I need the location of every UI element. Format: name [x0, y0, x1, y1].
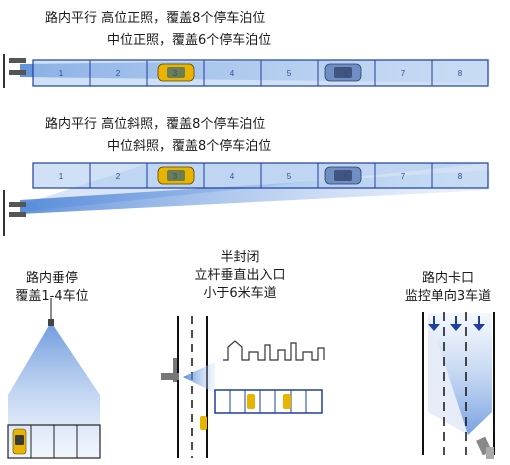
slot-number: 7 [401, 69, 406, 78]
camera-icon [48, 319, 54, 326]
slot-number: 2 [116, 172, 121, 181]
slot-number: 3 [173, 172, 178, 181]
scene5-subtitle: 监控单向3车道 [404, 289, 492, 304]
camera-icon [9, 58, 26, 63]
car-icon [157, 166, 195, 185]
car-icon [324, 63, 362, 82]
slot-dividers [89, 163, 433, 188]
slot-number: 1 [59, 69, 64, 78]
slot-number: 1 [59, 172, 64, 181]
scene2-diagram [3, 162, 490, 236]
slot-number: 5 [287, 172, 292, 181]
scene1-title: 路内平行 高位正照，覆盖8个停车泊位 [45, 11, 266, 26]
slot-number: 7 [401, 172, 406, 181]
car-icon [324, 166, 362, 185]
slot-labels: 1 2 3 4 5 6 7 8 1 2 3 4 5 6 7 8 [59, 69, 463, 181]
camera-icon [9, 212, 26, 217]
slot-number: 5 [287, 69, 292, 78]
slot-dividers [89, 60, 433, 86]
camera-icon [476, 436, 494, 459]
car-icon [247, 394, 255, 409]
building-outline [223, 340, 325, 361]
car-icon [12, 428, 27, 455]
slot-number: 8 [458, 69, 463, 78]
scene3-title: 路内垂停 [25, 271, 78, 286]
scene2-subtitle: 中位斜照，覆盖8个停车泊位 [107, 139, 272, 154]
scene4-subtitle: 立杆垂直出入口 [194, 268, 286, 283]
scene1-subtitle: 中位正照，覆盖6个停车泊位 [107, 33, 272, 48]
slot-number: 3 [173, 69, 178, 78]
pole [3, 190, 5, 236]
slot-number: 6 [344, 172, 349, 181]
camera-beam [183, 362, 215, 393]
car-icon [157, 63, 195, 82]
slot-number: 2 [116, 69, 121, 78]
slot-number: 4 [230, 69, 235, 78]
scene3-subtitle: 覆盖1-4车位 [15, 289, 89, 304]
pole [3, 54, 5, 88]
scene4-note: 小于6米车道 [203, 286, 277, 301]
camera-icon [9, 202, 26, 207]
slot-number: 6 [344, 69, 349, 78]
scene3-diagram [7, 298, 101, 459]
slot-number: 8 [458, 172, 463, 181]
car-icon [283, 394, 291, 409]
scene2-title: 路内平行 高位斜照，覆盖8个停车泊位 [45, 117, 266, 132]
pole [173, 358, 177, 382]
camera-beam [8, 322, 100, 458]
camera-icon [161, 373, 179, 380]
camera-icon [9, 70, 26, 75]
scene4-diagram [161, 316, 325, 458]
arrow-down-icon [428, 316, 485, 331]
scene5-diagram [422, 312, 495, 459]
scene5-title: 路内卡口 [421, 271, 474, 286]
slot-number: 4 [230, 172, 235, 181]
car-icon [200, 416, 207, 430]
scene4-title: 半封闭 [220, 250, 260, 265]
scene1-diagram [3, 54, 490, 88]
parking-slots [214, 389, 323, 414]
